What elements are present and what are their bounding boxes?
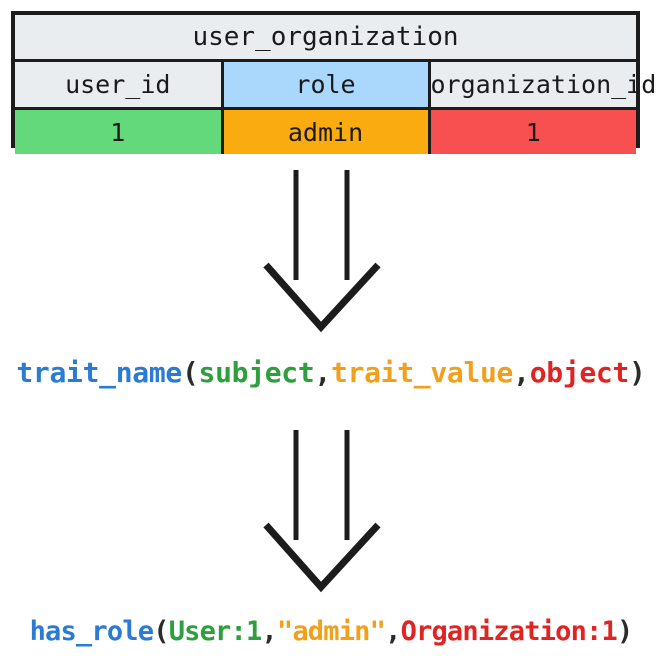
user-organization-table: user_organization user_id role organizat… (11, 11, 656, 154)
generic-object: object (529, 356, 630, 389)
generic-comma-1: , (314, 356, 331, 389)
concrete-expression: has_role(User:1,"admin",Organization:1) (0, 616, 662, 647)
concrete-comma-2: , (385, 616, 401, 647)
column-header-role: role (220, 59, 431, 110)
column-header-user-id: user_id (15, 59, 224, 110)
generic-comma-2: , (513, 356, 530, 389)
concrete-trait-value: "admin" (276, 616, 386, 647)
table-header-row: user_id role organization_id (15, 59, 656, 110)
cell-role: admin (220, 107, 431, 154)
table-row: 1 admin 1 (15, 107, 636, 154)
arrow-down-icon-generic-to-concrete (263, 430, 381, 593)
generic-open-paren: ( (181, 356, 199, 389)
table-title: user_organization (15, 15, 636, 62)
column-header-organization-id: organization_id (427, 59, 656, 110)
concrete-subject: User:1 (168, 616, 263, 647)
cell-user-id: 1 (15, 107, 224, 154)
generic-expression: trait_name(subject,trait_value,object) (0, 356, 662, 389)
generic-subject: subject (198, 356, 315, 389)
concrete-predicate: has_role (29, 616, 154, 647)
db-table: user_organization user_id role organizat… (15, 15, 656, 154)
arrow-down-icon-table-to-generic (263, 170, 381, 333)
table-title-row: user_organization (15, 15, 636, 62)
concrete-close-paren: ) (616, 616, 633, 647)
concrete-open-paren: ( (153, 616, 169, 647)
generic-close-paren: ) (629, 356, 646, 389)
cell-organization-id: 1 (427, 107, 636, 154)
concrete-object: Organization:1 (400, 616, 618, 647)
generic-predicate: trait_name (16, 356, 182, 389)
generic-trait-value: trait_value (330, 356, 514, 389)
concrete-comma-1: , (261, 616, 277, 647)
